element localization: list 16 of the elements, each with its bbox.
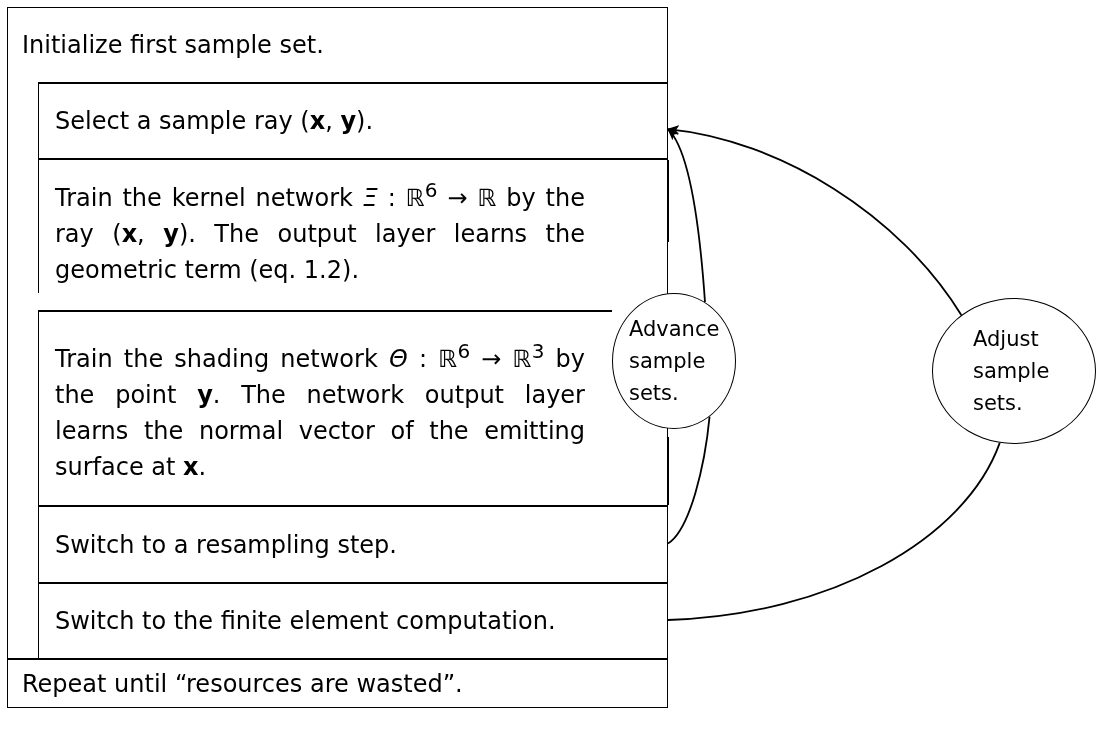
step-block	[38, 310, 612, 505]
step-block	[38, 158, 668, 293]
ellipse-label: Adjust sample sets.	[973, 326, 1051, 417]
connector-arrow	[667, 125, 963, 316]
connector-arrow	[667, 128, 706, 303]
step-text: Train the shading network Θ : ℝ$^{6}$ → ℝ$^{3}$ by the point y. The network output layer learns the normal vector of the emitting surface at x.	[55, 337, 585, 483]
step-text: Repeat until “resources are wasted”.	[22, 669, 464, 700]
step-text: Switch to the finite element computation.	[55, 606, 557, 637]
step-text: Train the kernel network Ξ : ℝ$^{6}$ → ℝ by the ray (x, y). The output layer learns the geometric term (eq. 1.2).	[55, 176, 585, 286]
step-text: Switch to a resampling step.	[55, 529, 398, 561]
ellipse-label: Advance sample sets.	[629, 316, 719, 407]
step-text: Select a sample ray (x, y).	[55, 106, 375, 137]
step-block	[38, 505, 668, 582]
step-text: Initialize first sample set.	[22, 29, 325, 61]
step-block	[38, 582, 668, 658]
step-block	[38, 82, 668, 158]
